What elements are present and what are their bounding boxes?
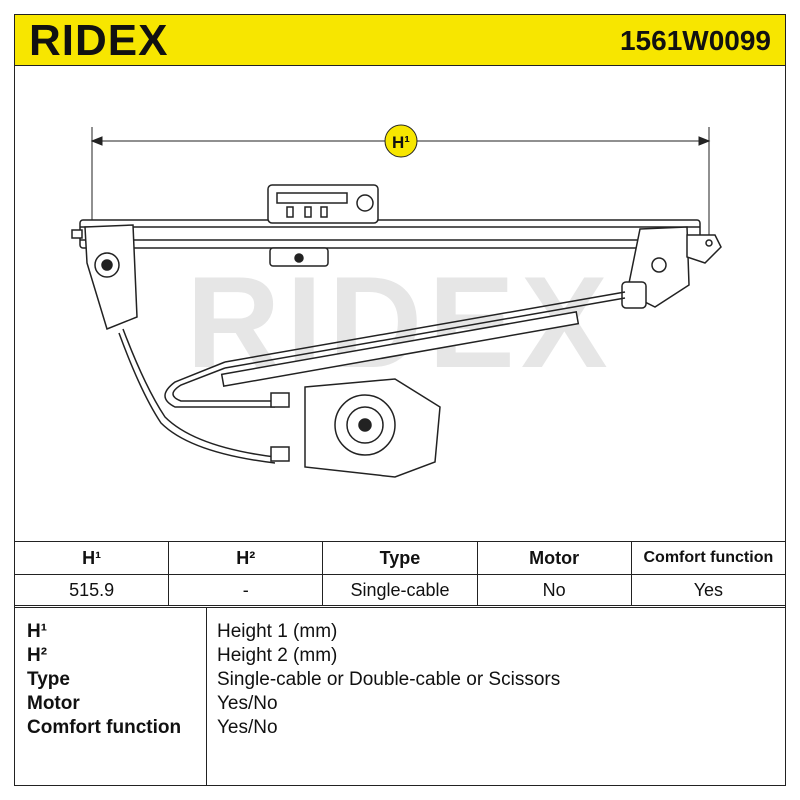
spec-value-h1: 515.9 — [13, 574, 170, 606]
guide-rail — [71, 219, 701, 249]
part-number: 1561W0099 — [619, 25, 771, 56]
cable-sleeve — [220, 310, 580, 388]
glass-carrier — [267, 184, 379, 267]
legend-row: H² Height 2 (mm) — [15, 644, 787, 668]
legend-value: Height 1 (mm) — [217, 621, 338, 642]
spec-value-h2: - — [168, 574, 324, 606]
spec-header-h2: H² — [168, 541, 324, 575]
legend-key: H¹ — [27, 621, 48, 642]
legend-key: Type — [27, 669, 70, 690]
spec-header-row: H¹ H² Type Motor Comfort function — [13, 541, 787, 575]
legend-box: H¹ Height 1 (mm) H² Height 2 (mm) Type S… — [14, 607, 786, 786]
legend-value: Yes/No — [217, 693, 278, 714]
legend-value: Single-cable or Double-cable or Scissors — [217, 669, 561, 690]
spec-value-motor: No — [476, 574, 632, 606]
spec-header-motor: Motor — [476, 541, 632, 575]
spec-header-comfort: Comfort function — [630, 541, 787, 575]
dimension-badge — [384, 124, 418, 158]
right-pulley-bracket — [621, 226, 722, 309]
legend-key: Comfort function — [27, 717, 182, 738]
legend-key: Motor — [27, 693, 80, 714]
spec-value-row: 515.9 - Single-cable No Yes — [13, 574, 787, 606]
spec-table: H¹ H² Type Motor Comfort function 515.9 … — [13, 541, 787, 606]
header-bar: RIDEX 1561W0099 — [14, 14, 786, 66]
spec-value-type: Single-cable — [322, 574, 478, 606]
legend-row: Comfort function Yes/No — [15, 716, 787, 740]
spec-header-h1: H¹ — [13, 541, 170, 575]
dimension-label: H¹ — [392, 133, 410, 152]
drum-housing — [270, 378, 441, 478]
spec-value-comfort: Yes — [630, 574, 787, 606]
legend-row: Motor Yes/No — [15, 692, 787, 716]
left-pulley-bracket — [84, 224, 138, 331]
legend-row: Type Single-cable or Double-cable or Sci… — [15, 668, 787, 692]
cable — [118, 291, 626, 464]
legend-key: H² — [27, 645, 48, 666]
spec-header-type: Type — [322, 541, 478, 575]
legend-row: H¹ Height 1 (mm) — [15, 620, 787, 644]
window-regulator-drawing: RIDEX H¹ — [71, 124, 722, 478]
legend-value: Yes/No — [217, 717, 278, 738]
legend-divider — [206, 608, 207, 785]
legend-value: Height 2 (mm) — [217, 645, 338, 666]
brand-logo: RIDEX — [29, 16, 169, 65]
